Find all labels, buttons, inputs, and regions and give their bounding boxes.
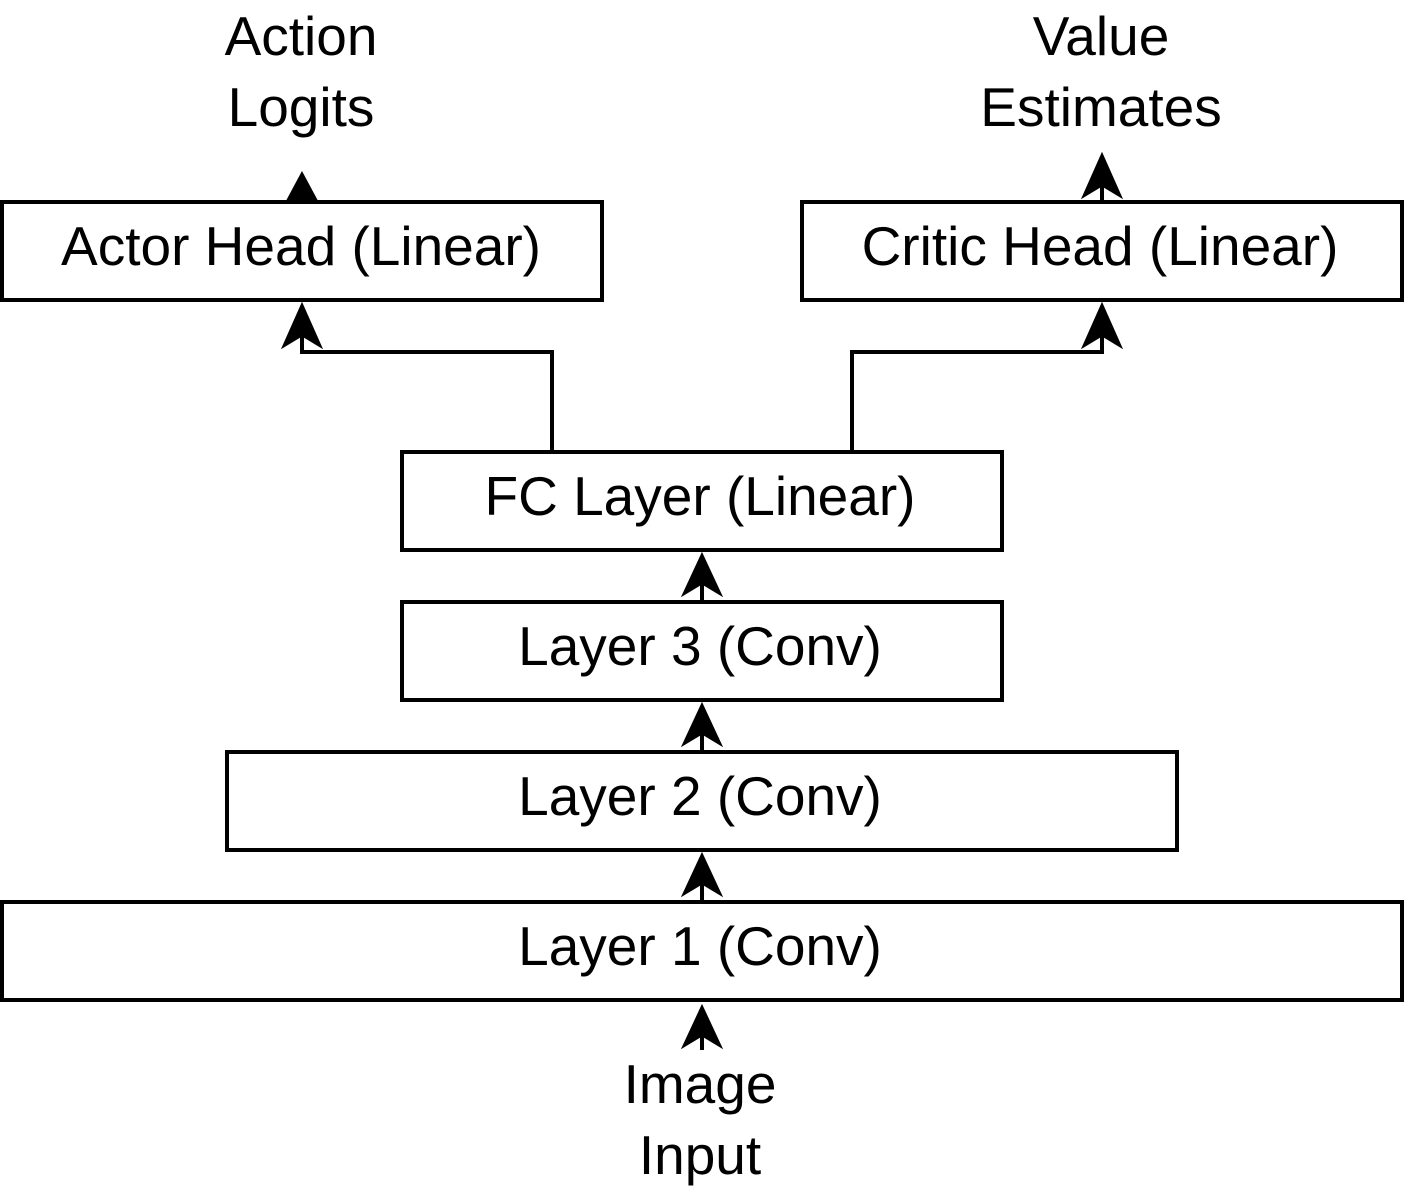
- layer2-label: Layer 2 (Conv): [518, 765, 882, 827]
- node-layer2: Layer 2 (Conv): [225, 750, 1179, 852]
- fc-layer-box: [400, 450, 1004, 552]
- node-layer3: Layer 3 (Conv): [400, 600, 1004, 702]
- edge-input-to-layer1: [680, 1003, 724, 1050]
- node-layer1: Layer 1 (Conv): [0, 900, 1404, 1002]
- edge-actor-head-to-action-logits: [286, 170, 318, 202]
- edge-layer3-to-fc-layer: [680, 551, 724, 602]
- value-estimates-line1: Value: [1033, 5, 1170, 67]
- edge-layer2-to-layer3: [680, 701, 724, 752]
- layer1-box: [0, 900, 1404, 1002]
- input-image: Image Input: [624, 1053, 777, 1186]
- fc-layer-label: FC Layer (Linear): [485, 465, 916, 527]
- action-logits-line1: Action: [225, 5, 378, 67]
- arrowhead-up-icon: [680, 701, 724, 748]
- edge-fc-layer-to-critic-head: [850, 301, 1124, 452]
- edge-layer1-to-layer2: [680, 851, 724, 902]
- arrowhead-up-icon: [1080, 151, 1124, 200]
- critic-head-box: [800, 200, 1404, 302]
- edge-critic-head-to-value-estimates: [1080, 151, 1124, 202]
- edge-line: [300, 326, 554, 452]
- image-input-line2: Input: [639, 1124, 761, 1186]
- action-logits-line2: Logits: [228, 76, 375, 138]
- actor-head-box: [0, 200, 604, 302]
- image-input-line1: Image: [624, 1053, 777, 1115]
- arrowhead-up-icon: [286, 170, 318, 201]
- layer1-label: Layer 1 (Conv): [518, 915, 882, 977]
- value-estimates-line2: Estimates: [980, 76, 1221, 138]
- layer3-box: [400, 600, 1004, 702]
- node-fc-layer: FC Layer (Linear): [400, 450, 1004, 552]
- output-value-estimates: Value Estimates: [980, 5, 1221, 138]
- arrowhead-up-icon: [680, 851, 724, 898]
- node-actor-head: Actor Head (Linear): [0, 200, 604, 302]
- actor-head-label: Actor Head (Linear): [61, 215, 541, 277]
- arrowhead-up-icon: [1080, 301, 1124, 350]
- arrowhead-up-icon: [680, 551, 724, 598]
- layer3-label: Layer 3 (Conv): [518, 615, 882, 677]
- arrowhead-up-icon: [280, 301, 324, 350]
- critic-head-label: Critic Head (Linear): [862, 215, 1339, 277]
- node-critic-head: Critic Head (Linear): [800, 200, 1404, 302]
- output-action-logits: Action Logits: [225, 5, 378, 138]
- edge-fc-layer-to-actor-head: [280, 301, 554, 452]
- edge-line: [850, 326, 1104, 452]
- layer2-box: [225, 750, 1179, 852]
- arrowhead-up-icon: [680, 1003, 724, 1050]
